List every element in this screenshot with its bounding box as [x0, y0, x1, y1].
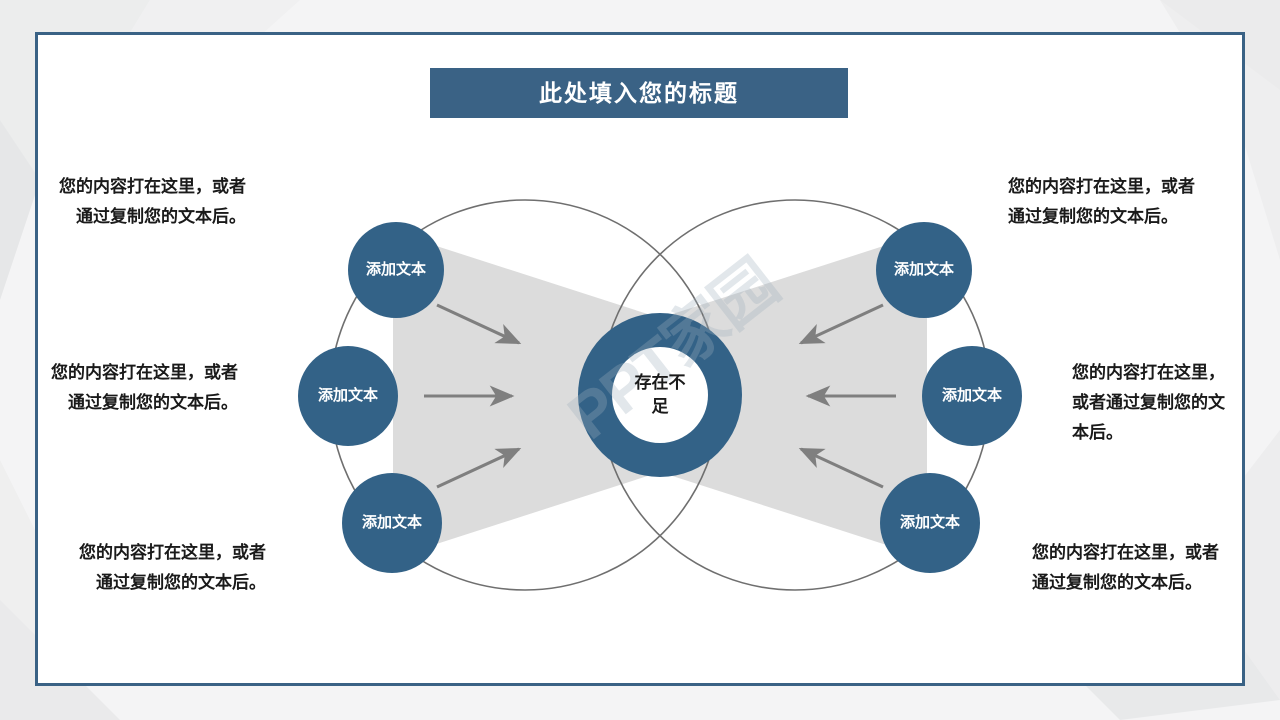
caption-left-1: 您的内容打在这里，或者通过复制您的文本后。	[59, 177, 246, 226]
caption-left-3: 您的内容打在这里，或者通过复制您的文本后。	[79, 543, 266, 592]
center-ring-inner	[612, 347, 708, 443]
node-left-1[interactable]	[348, 222, 444, 318]
node-left-2[interactable]	[298, 346, 398, 446]
arrows-right	[798, 303, 896, 489]
node-left-3[interactable]	[342, 473, 442, 573]
caption-right-1: 您的内容打在这里，或者通过复制您的文本后。	[1008, 177, 1195, 226]
title-banner: 此处填入您的标题	[430, 68, 848, 118]
caption-right-2: 您的内容打在这里，或者通过复制您的文本后。	[1072, 363, 1225, 442]
page-title: 此处填入您的标题	[539, 79, 739, 106]
node-right-2[interactable]	[922, 346, 1022, 446]
center-node[interactable]	[578, 313, 742, 477]
arrows-left	[424, 303, 522, 489]
node-right-3[interactable]	[880, 473, 980, 573]
arrow-right-bottom	[798, 447, 884, 489]
node-right-1[interactable]	[876, 222, 972, 318]
caption-right-3: 您的内容打在这里，或者通过复制您的文本后。	[1032, 543, 1219, 592]
arrow-left-bottom	[436, 447, 522, 489]
arrow-right-top	[798, 303, 884, 345]
caption-left-2: 您的内容打在这里，或者通过复制您的文本后。	[51, 363, 238, 412]
arrow-left-top	[436, 303, 522, 345]
